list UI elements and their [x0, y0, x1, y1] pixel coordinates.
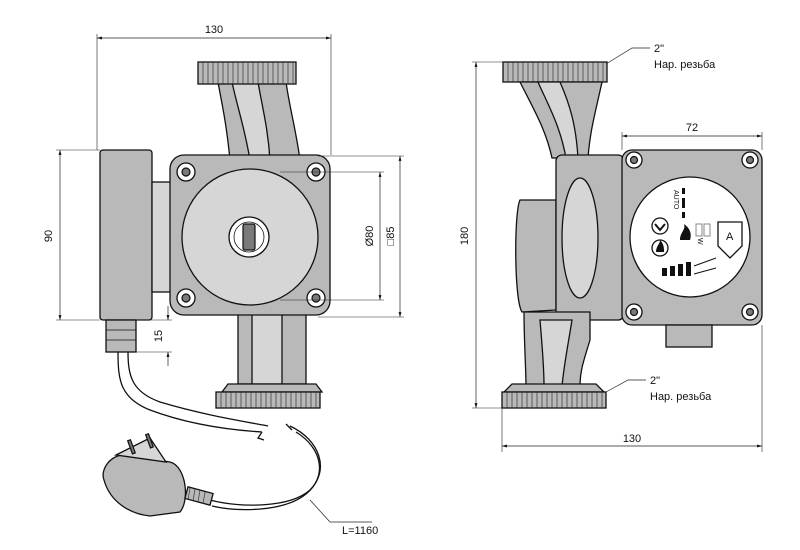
up-button[interactable] [651, 217, 669, 235]
front-view: 130 90 15 Ø80 □85 [43, 24, 404, 537]
front-cable-gland [105, 319, 137, 353]
radiator-icon [680, 224, 691, 240]
side-height-label: 180 [459, 227, 471, 245]
mode-label: AUTO [672, 190, 679, 210]
front-height-dimension: 90 [43, 149, 100, 321]
side-width-label: 130 [623, 433, 641, 445]
side-view: AUTO W A [459, 43, 763, 452]
mode-led-2 [682, 188, 685, 194]
power-plug [102, 432, 214, 517]
side-bottom-thread [501, 383, 607, 409]
side-top-thread [502, 61, 608, 159]
front-width-dimension: 130 [96, 24, 332, 155]
front-diameter-dimension: Ø80 [280, 171, 384, 301]
top-thread-label: Нар. резьба [654, 59, 716, 71]
chevron-down-icon [654, 223, 666, 232]
side-box-label: 72 [686, 122, 698, 134]
cable-length-label: L=1160 [342, 525, 378, 537]
cable-length-callout: L=1160 [309, 499, 378, 537]
front-plug-label: 15 [153, 330, 165, 342]
top-thread-callout: 2" Нар. резьба [605, 43, 716, 71]
top-thread-size: 2" [654, 43, 664, 55]
side-box-dimension: 72 [621, 122, 763, 150]
flame-icon [656, 240, 664, 252]
front-square-dimension: □85 [318, 155, 404, 318]
badge-letter: A [726, 231, 734, 243]
front-width-label: 130 [205, 24, 223, 36]
bottom-thread-size: 2" [650, 375, 660, 387]
front-top-pipe [197, 61, 301, 161]
front-plug-dimension: 15 [136, 306, 172, 366]
power-cable [117, 351, 321, 511]
front-pump-housing [169, 154, 331, 316]
mode-led-3 [682, 212, 685, 218]
front-height-label: 90 [43, 230, 55, 242]
unit-label: W [696, 238, 703, 245]
side-height-dimension: 180 [459, 61, 503, 409]
bottom-thread-label: Нар. резьба [650, 391, 712, 403]
front-diameter-label: Ø80 [364, 226, 376, 247]
side-width-dimension: 130 [501, 325, 763, 452]
front-motor-block [99, 149, 153, 321]
bottom-thread-callout: 2" Нар. резьба [605, 375, 712, 403]
side-pump-body [515, 154, 625, 387]
wattage-display [695, 223, 711, 237]
auto-badge [717, 221, 743, 259]
side-control-box: AUTO W A [621, 149, 763, 348]
front-bottom-pipe [215, 311, 324, 409]
speed-indicator [662, 257, 717, 276]
front-square-label: □85 [385, 227, 397, 246]
mode-led-1 [682, 198, 685, 208]
